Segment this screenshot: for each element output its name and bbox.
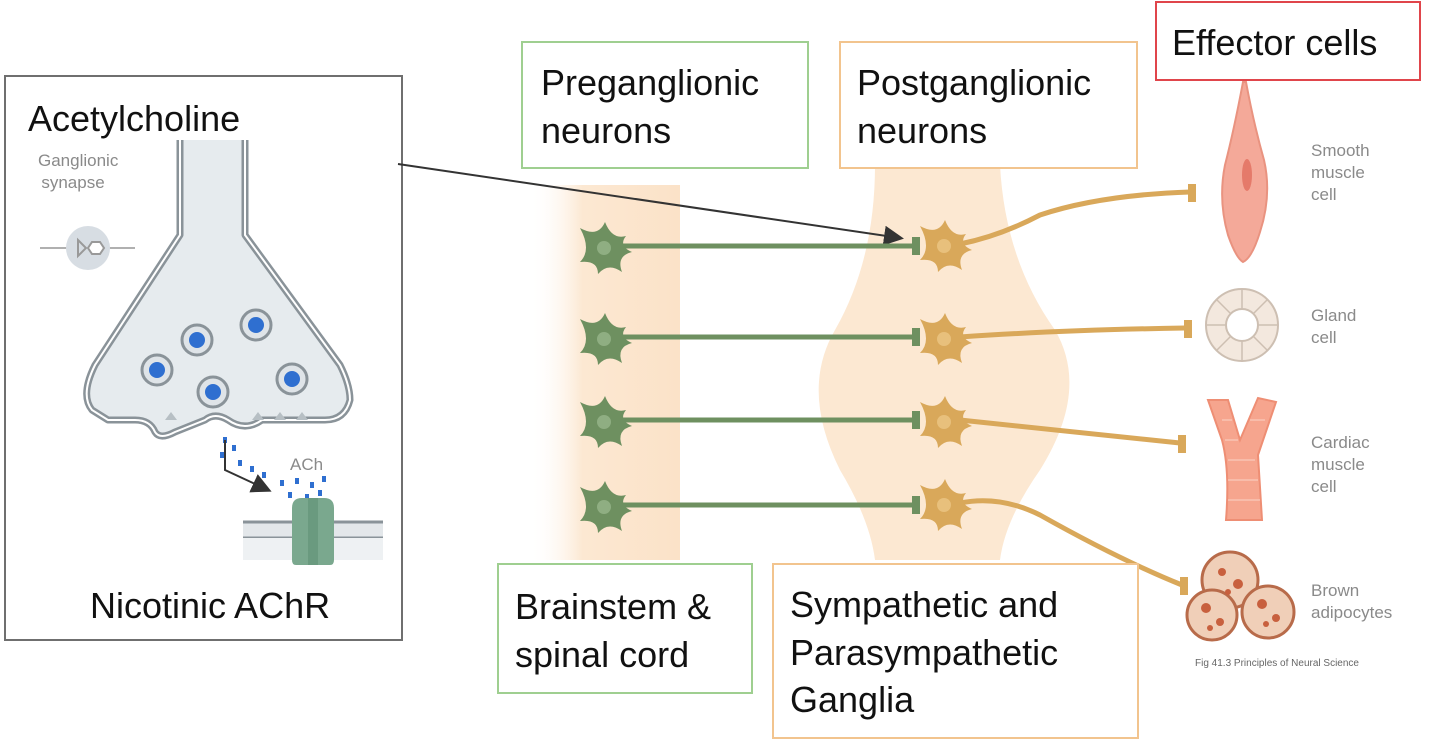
cns-line1: Brainstem & (515, 586, 712, 627)
effector-cells-header: Effector cells (1155, 1, 1421, 81)
nicotinic-achr-label: Nicotinic AChR (90, 585, 331, 626)
ganglia-line3: Ganglia (790, 679, 915, 721)
pointer-arrow (397, 163, 904, 246)
ganglionic-synapse-icon (40, 226, 135, 270)
preganglionic-header: Preganglionic neurons (521, 41, 809, 169)
smooth-muscle-label: Smooth muscle cell (1311, 140, 1370, 206)
brown-line2: adipocytes (1311, 603, 1393, 623)
nicotinic-receptor (292, 498, 334, 565)
preganglionic-line1: Preganglionic (541, 62, 760, 103)
preganglionic-terminals (912, 237, 920, 514)
smooth-line2: muscle (1311, 163, 1365, 183)
figure-citation: Fig 41.3 Principles of Neural Science (1195, 658, 1359, 669)
cns-footer: Brainstem & spinal cord (497, 563, 753, 694)
cardiac-line3: cell (1311, 477, 1337, 497)
preganglionic-axons (615, 243, 915, 508)
postganglionic-line2: neurons (857, 109, 988, 151)
gland-line2: cell (1311, 328, 1337, 348)
synapse-label-line2: synapse (41, 173, 105, 193)
ganglionic-synapse-label: Ganglionic synapse (38, 150, 119, 194)
gland-cell (1205, 288, 1279, 362)
brown-adipocytes-label: Brown adipocytes (1311, 580, 1392, 624)
ach-label: ACh (290, 455, 324, 474)
ganglia-footer: Sympathetic and Parasympathetic Ganglia (772, 563, 1139, 739)
gland-line1: Gland (1311, 306, 1357, 325)
acetylcholine-label: Acetylcholine (28, 98, 241, 139)
release-arrow (224, 440, 272, 493)
synapse-label-line1: Ganglionic (38, 151, 119, 170)
brown-adipocytes (1185, 550, 1296, 642)
postganglionic-axons (959, 189, 1191, 588)
smooth-line3: cell (1311, 185, 1337, 205)
smooth-line1: Smooth (1311, 141, 1370, 160)
cardiac-muscle-label: Cardiac muscle cell (1311, 432, 1370, 498)
cardiac-line2: muscle (1311, 455, 1365, 475)
ganglia-line1: Sympathetic and (790, 584, 1059, 625)
ganglion-tissue (818, 165, 1070, 560)
synaptic-vesicles (140, 308, 309, 409)
cardiac-line1: Cardiac (1311, 433, 1370, 452)
active-zones (165, 412, 308, 420)
gland-cell-label: Gland cell (1311, 305, 1356, 349)
brown-line1: Brown (1311, 581, 1360, 600)
cardiac-muscle-cell (1206, 396, 1278, 521)
postganglionic-line1: Postganglionic (857, 62, 1092, 103)
cns-line2: spinal cord (515, 633, 690, 675)
spinal-cord-tissue (530, 185, 680, 560)
preganglionic-line2: neurons (541, 109, 672, 151)
ganglia-line2: Parasympathetic (790, 631, 1059, 673)
postganglionic-terminals (1178, 184, 1196, 595)
postganglionic-header: Postganglionic neurons (839, 41, 1138, 169)
